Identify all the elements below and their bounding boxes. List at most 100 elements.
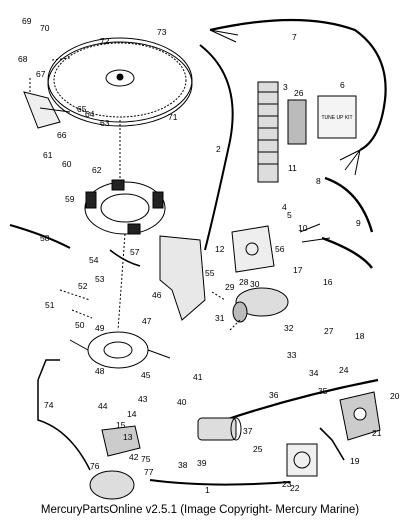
callout-70: 70: [40, 23, 50, 33]
callout-24: 24: [339, 365, 349, 375]
callout-31: 31: [215, 313, 225, 323]
callout-46: 46: [152, 290, 162, 300]
callout-12: 12: [215, 244, 225, 254]
trigger-plate: [69, 331, 171, 369]
callout-57: 57: [130, 247, 140, 257]
cable-74: [37, 359, 91, 471]
callout-14: 14: [127, 409, 137, 419]
callout-19: 19: [350, 456, 360, 466]
callout-16: 16: [323, 277, 333, 287]
callout-5: 5: [287, 210, 292, 220]
callout-75: 75: [141, 454, 151, 464]
callout-13: 13: [123, 432, 133, 442]
callout-22: 22: [290, 483, 300, 493]
callout-73: 73: [157, 27, 167, 37]
callout-65: 65: [77, 104, 87, 114]
callout-18: 18: [355, 331, 365, 341]
callout-64: 64: [85, 109, 95, 119]
callout-49: 49: [95, 323, 105, 333]
callout-45: 45: [141, 370, 151, 380]
stator-plate: [84, 179, 166, 235]
callout-44: 44: [98, 401, 108, 411]
exploded-parts-diagram: TUNE UP KIT 1234567891011121314151617181…: [9, 16, 400, 500]
callout-68: 68: [18, 54, 28, 64]
ground-cable: [149, 479, 291, 486]
callout-11: 11: [288, 163, 297, 173]
lead-58: [9, 224, 71, 249]
callout-74: 74: [44, 400, 54, 410]
callout-30: 30: [250, 279, 260, 289]
callout-66: 66: [57, 130, 67, 140]
harness-2: [199, 44, 234, 251]
callout-15: 15: [116, 420, 126, 430]
callout-47: 47: [142, 316, 152, 326]
callout-53: 53: [95, 274, 105, 284]
callout-55: 55: [205, 268, 215, 278]
callout-60: 60: [62, 159, 72, 169]
callout-6: 6: [340, 80, 345, 90]
cover-plate: [287, 99, 307, 145]
callout-1: 1: [205, 485, 210, 495]
tune-up-kit-label: TUNE UP KIT: [321, 115, 352, 121]
tune-up-kit: [317, 95, 357, 139]
callout-36: 36: [269, 390, 279, 400]
callout-40: 40: [177, 397, 187, 407]
callout-43: 43: [138, 394, 148, 404]
callout-76: 76: [90, 461, 100, 471]
callout-27: 27: [324, 326, 334, 336]
ignition-key: [319, 427, 345, 461]
callout-52: 52: [78, 281, 88, 291]
callout-71: 71: [168, 112, 178, 122]
callout-4: 4: [282, 202, 287, 212]
callout-3: 3: [283, 82, 288, 92]
callout-2: 2: [216, 144, 221, 154]
callout-7: 7: [292, 32, 297, 42]
callout-72: 72: [100, 36, 110, 46]
bracket: [159, 235, 206, 321]
switch-box: [231, 225, 275, 273]
callout-63: 63: [100, 118, 110, 128]
mounting-plate: [286, 443, 318, 477]
callout-labels: 1234567891011121314151617181920212223242…: [18, 16, 400, 495]
callout-56: 56: [275, 244, 285, 254]
copyright-caption: MercuryPartsOnline v2.5.1 (Image Copyrig…: [40, 504, 360, 516]
callout-34: 34: [309, 368, 319, 378]
callout-54: 54: [89, 255, 99, 265]
callout-37: 37: [243, 426, 253, 436]
callout-67: 67: [36, 69, 46, 79]
callout-23: 23: [282, 479, 292, 489]
callout-48: 48: [95, 366, 105, 376]
callout-59: 59: [65, 194, 75, 204]
callout-35: 35: [318, 386, 328, 396]
callout-38: 38: [178, 460, 188, 470]
callout-42: 42: [129, 452, 139, 462]
callout-20: 20: [390, 391, 400, 401]
plug-lead: [324, 176, 374, 233]
rectifier: [101, 425, 141, 457]
callout-9: 9: [356, 218, 361, 228]
starter-solenoid: [197, 417, 242, 441]
callout-41: 41: [193, 372, 203, 382]
callout-33: 33: [287, 350, 297, 360]
lower-coil: [89, 470, 135, 500]
callout-21: 21: [372, 428, 382, 438]
wiring-harness: [209, 18, 387, 151]
callout-62: 62: [92, 165, 102, 175]
ignition-switch: [339, 391, 381, 441]
callout-17: 17: [293, 265, 303, 275]
terminal-block: [257, 81, 279, 183]
callout-8: 8: [316, 176, 321, 186]
ignition-coil: [232, 287, 289, 323]
callout-51: 51: [45, 300, 55, 310]
callout-28: 28: [239, 277, 249, 287]
battery-cable: [224, 378, 379, 422]
callout-25: 25: [253, 444, 263, 454]
callout-32: 32: [284, 323, 294, 333]
callout-58: 58: [40, 233, 50, 243]
callout-39: 39: [197, 458, 207, 468]
callout-10: 10: [298, 223, 308, 233]
callout-69: 69: [22, 16, 32, 26]
callout-26: 26: [294, 88, 304, 98]
callout-77: 77: [144, 467, 154, 477]
callout-50: 50: [75, 320, 85, 330]
